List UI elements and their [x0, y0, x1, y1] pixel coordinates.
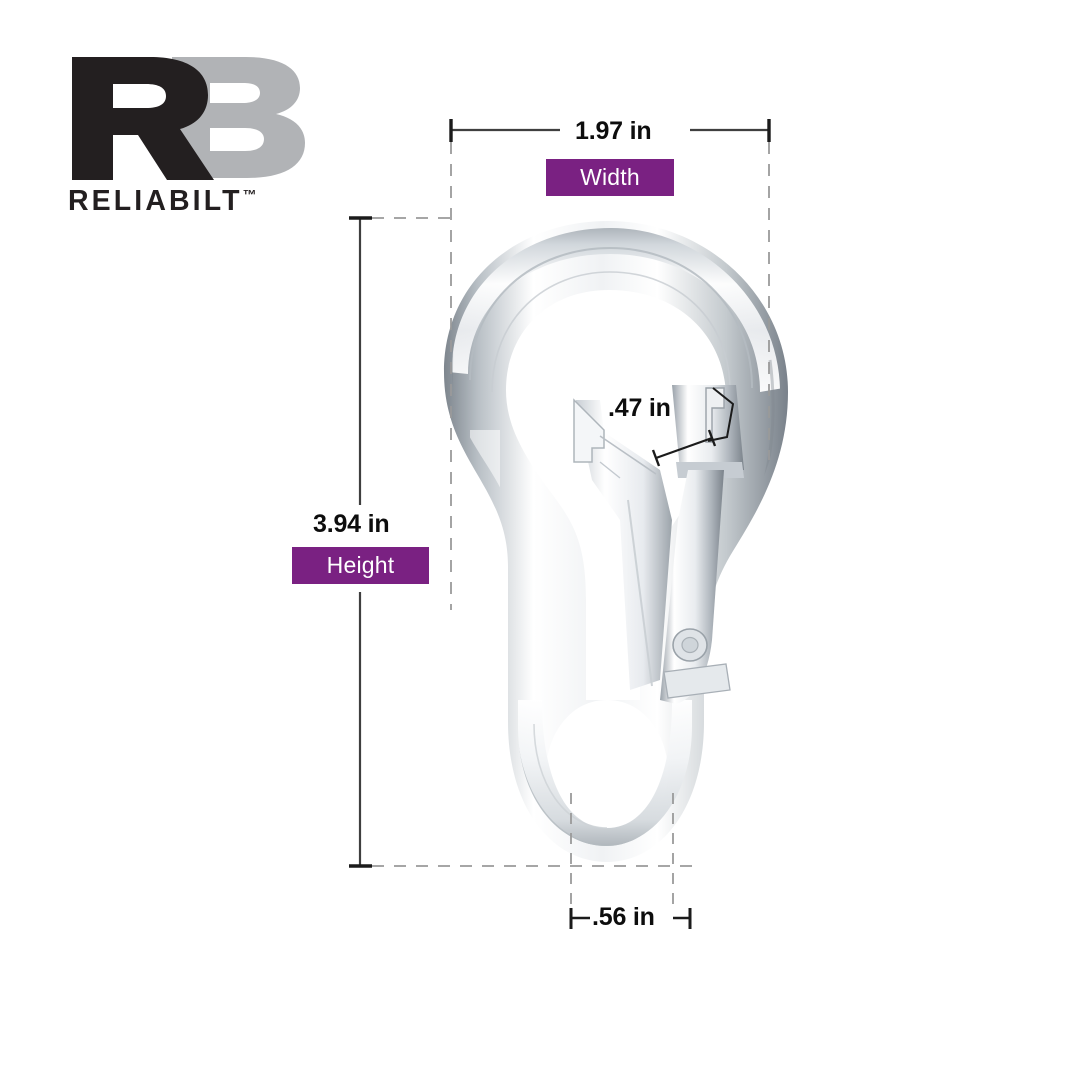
hook-body: [444, 221, 788, 862]
depth-dimension-value: .56 in: [592, 903, 655, 931]
reliabilt-logo: RELIABILT™: [66, 55, 366, 225]
brand-wordmark: RELIABILT™: [68, 187, 257, 216]
width-label-badge: Width: [546, 159, 674, 196]
trademark-symbol: ™: [242, 186, 257, 203]
width-dimension-value: 1.97 in: [575, 117, 652, 145]
height-label-badge: Height: [292, 547, 429, 584]
height-dimension-value: 3.94 in: [313, 510, 390, 538]
brand-wordmark-text: RELIABILT: [68, 185, 243, 217]
gate-opening-dimension-value: .47 in: [608, 394, 671, 422]
rb-monogram-icon: [72, 57, 305, 180]
